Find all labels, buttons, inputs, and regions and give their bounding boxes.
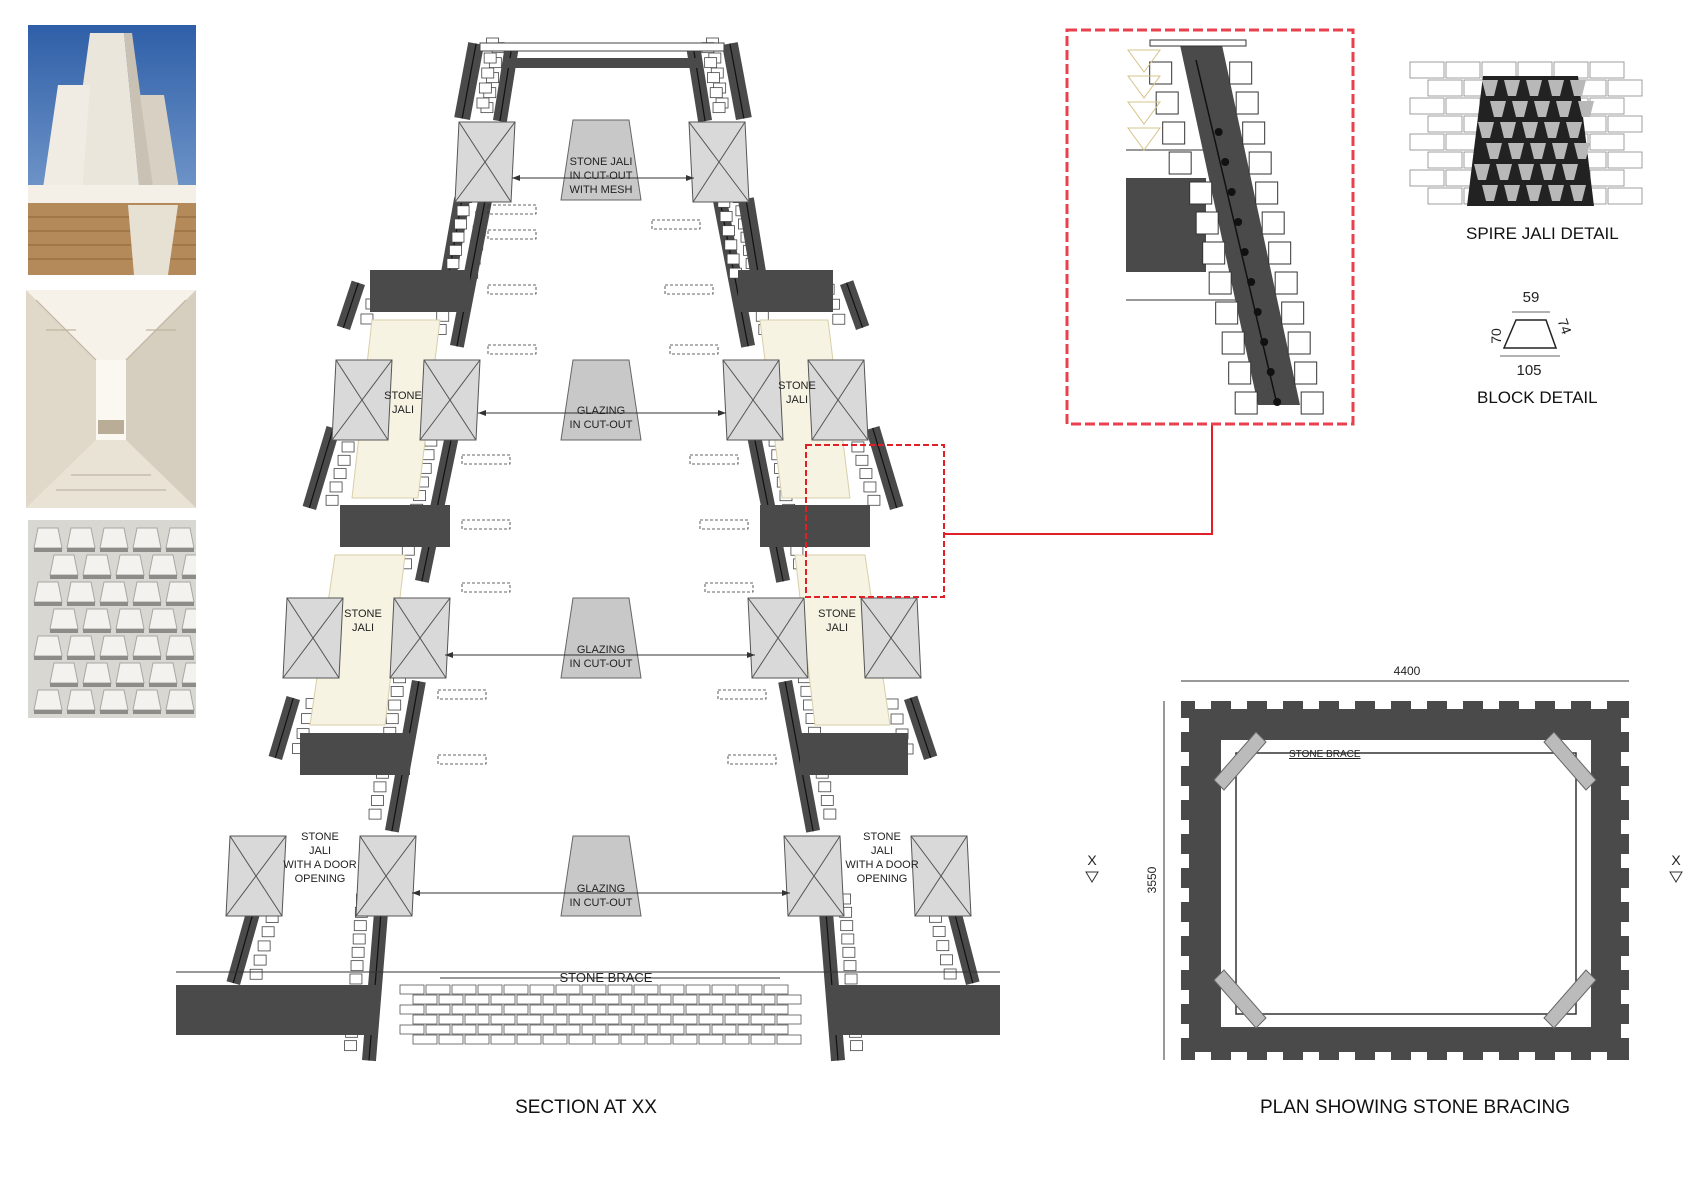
stone-jali-label-l1a: STONE [384, 390, 422, 402]
stone-jali-label-l1b: JALI [392, 404, 414, 416]
glazing-label-2b: IN CUT-OUT [570, 658, 633, 670]
glazing-label-1a: GLAZING [577, 405, 625, 417]
spire-exterior-photo [28, 25, 196, 275]
stone-jali-label-l2a: STONE [344, 608, 382, 620]
jali-mesh-label-1: STONE JALI [570, 156, 633, 168]
section-mark-left: X [1087, 852, 1097, 868]
block-dim-left: 70 [1488, 328, 1504, 344]
block-dim-top: 59 [1523, 289, 1540, 306]
spire-interior-photo [26, 290, 196, 508]
stone-jali-label-l2b: JALI [352, 622, 374, 634]
door-label-l1: STONE [301, 831, 339, 843]
section-brace-label: STONE BRACE [560, 970, 653, 985]
block-dim-bottom: 105 [1516, 362, 1541, 379]
door-label-l2: JALI [309, 845, 331, 857]
door-label-l3: WITH A DOOR [283, 859, 356, 871]
door-label-r3: WITH A DOOR [845, 859, 918, 871]
block-dim-right: 74 [1555, 316, 1575, 336]
glazing-label-3a: GLAZING [577, 883, 625, 895]
plan-caption: PLAN SHOWING STONE BRACING [1259, 1097, 1571, 1118]
section-caption: SECTION AT XX [515, 1097, 657, 1118]
stone-jali-photo [28, 520, 196, 718]
section-mark-right: X [1671, 852, 1681, 868]
jali-mesh-label-2: IN CUT-OUT [570, 170, 633, 182]
door-label-r4: OPENING [857, 873, 908, 885]
glazing-label-3b: IN CUT-OUT [570, 897, 633, 909]
plan-brace-label: STONE BRACE [1289, 749, 1361, 760]
block-detail-caption: BLOCK DETAIL [1477, 388, 1598, 407]
door-label-l4: OPENING [295, 873, 346, 885]
stone-jali-label-r1a: STONE [778, 380, 816, 392]
stone-jali-label-r2a: STONE [818, 608, 856, 620]
glazing-label-2a: GLAZING [577, 644, 625, 656]
glazing-label-1b: IN CUT-OUT [570, 419, 633, 431]
plan-height-dimension: 3550 [1145, 866, 1159, 893]
stone-jali-label-r2b: JALI [826, 622, 848, 634]
spire-jali-caption: SPIRE JALI DETAIL [1466, 224, 1619, 243]
jali-mesh-label-3: WITH MESH [570, 184, 633, 196]
stone-jali-label-r1b: JALI [786, 394, 808, 406]
door-label-r1: STONE [863, 831, 901, 843]
plan-width-dimension: 4400 [1394, 664, 1421, 678]
door-label-r2: JALI [871, 845, 893, 857]
